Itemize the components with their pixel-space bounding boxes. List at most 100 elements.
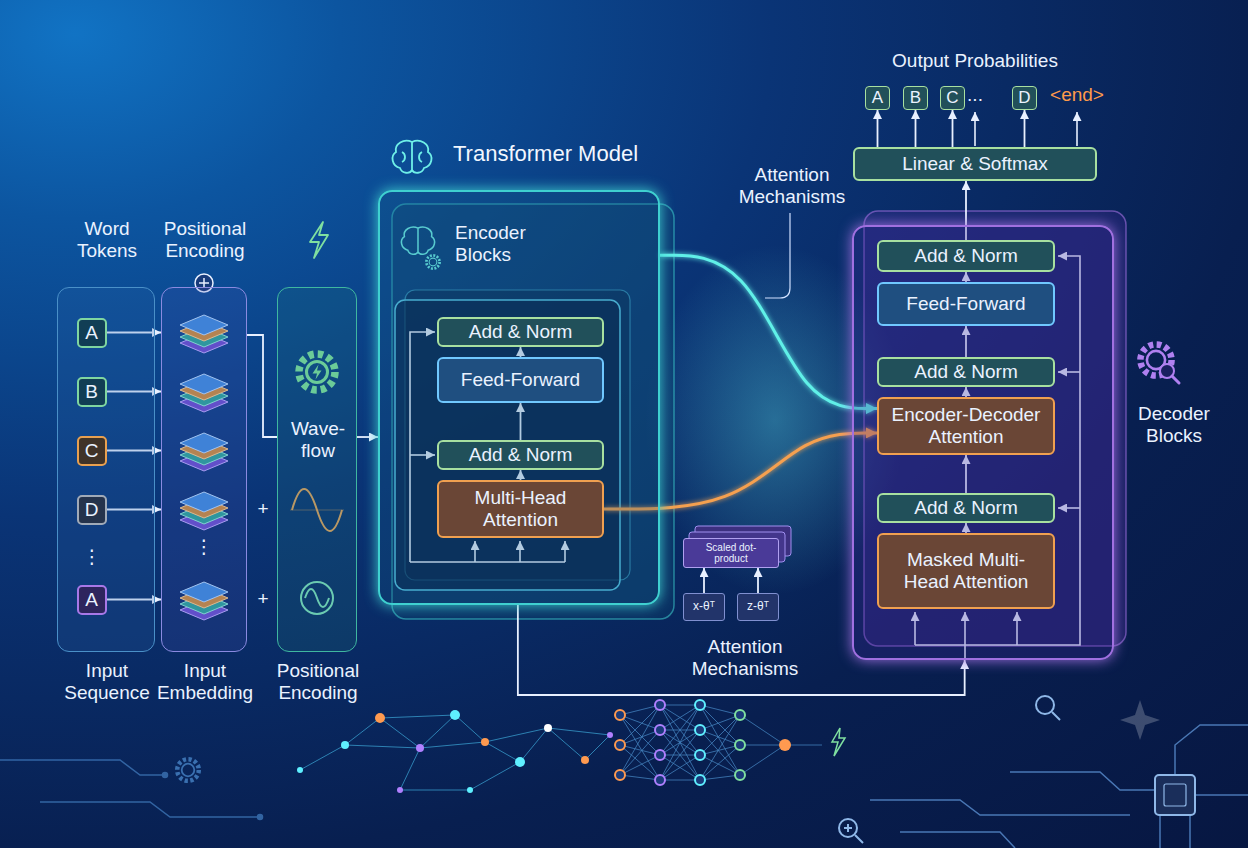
lightning-icon	[310, 222, 328, 258]
circuit-lines	[900, 832, 1015, 848]
neural-net-lines	[620, 705, 660, 780]
circuit-lines	[870, 725, 1248, 848]
neural-net-nodes	[655, 725, 665, 735]
box-label: A	[85, 589, 98, 611]
network-dots	[607, 732, 613, 738]
circuit-lines	[40, 802, 260, 817]
callout-label: Attention Mechanisms	[680, 636, 810, 680]
lightning-icon	[832, 728, 845, 756]
circuit-lines	[163, 773, 168, 778]
input-panel: Word TokensInput SequenceABCDA	[57, 287, 155, 652]
ellipsis: ⋮	[77, 546, 107, 568]
neural-net-lines	[620, 705, 822, 780]
token-box: B	[77, 377, 107, 407]
attention-box: Masked Multi-Head Attention	[877, 533, 1055, 609]
block-heading: Input Sequence	[57, 660, 157, 704]
network-dots	[544, 724, 552, 732]
output-arrow	[1076, 112, 1078, 146]
block-heading: Encoder Blocks	[455, 222, 555, 266]
output-token: C	[940, 86, 965, 110]
embedding-panel: Positional EncodingInput Embedding	[161, 287, 247, 652]
vector-box: z-θᵀ	[737, 593, 779, 621]
neural-net-nodes	[615, 740, 625, 750]
token-box: C	[77, 436, 107, 466]
network-lines	[300, 715, 610, 790]
network-dots	[397, 787, 403, 793]
circuit-lines	[870, 800, 1130, 815]
network-dots	[341, 741, 349, 749]
magnifier-icon	[844, 824, 863, 843]
box-label: x-θᵀ	[693, 600, 715, 614]
gear-icon	[177, 759, 199, 781]
block-heading: Positional Encoding	[153, 218, 257, 262]
heading-label: Output Probabilities	[865, 50, 1085, 72]
box-label: Add & Norm	[914, 361, 1017, 383]
token-box: D	[77, 495, 107, 525]
encoding-panel: Wave-flowPositional Encoding	[277, 287, 357, 652]
box-label: A	[872, 88, 883, 108]
box-label: B	[910, 88, 921, 108]
box-label: Feed-Forward	[906, 293, 1025, 315]
network-lines	[300, 715, 610, 790]
box-label: D	[1018, 88, 1030, 108]
token-box: A	[77, 585, 107, 615]
network-dots	[581, 756, 589, 764]
box-label: Add & Norm	[914, 497, 1017, 519]
box-label: Linear & Softmax	[902, 153, 1048, 175]
block-heading: Input Embedding	[153, 660, 257, 704]
decoder-icon	[1140, 344, 1179, 383]
network-dots	[297, 710, 613, 793]
neural-net-nodes	[695, 725, 705, 735]
box-label: A	[85, 322, 98, 344]
neural-net-nodes	[655, 700, 665, 710]
plus-sign: +	[253, 498, 273, 520]
attention-box: Encoder-Decoder Attention	[877, 397, 1055, 455]
connector	[660, 255, 877, 408]
callout-label: Attention Mechanisms	[732, 164, 852, 208]
box-label: C	[85, 440, 99, 462]
brain-icon	[412, 141, 431, 173]
add-norm-box: Add & Norm	[877, 493, 1055, 523]
brain-icon	[393, 141, 412, 173]
box-label: B	[85, 381, 98, 403]
box-label: Add & Norm	[469, 444, 572, 466]
magnifier-icon	[1052, 712, 1060, 720]
softmax-box: Linear & Softmax	[853, 147, 1097, 181]
network-dots	[481, 738, 489, 746]
add-norm-box: Add & Norm	[437, 317, 604, 347]
network-dots	[515, 757, 525, 767]
neural-net-nodes	[615, 700, 791, 785]
box-label: z-θᵀ	[747, 600, 769, 614]
neural-net-nodes	[695, 775, 705, 785]
brain-icon	[402, 152, 422, 162]
attention-box: Scaled dot-product	[683, 538, 779, 568]
network-dots	[375, 713, 385, 723]
attention-box: Multi-Head Attention	[437, 480, 604, 538]
network-dots	[467, 787, 473, 793]
encoder-block: Encoder BlocksAdd & NormFeed-ForwardAdd …	[378, 190, 660, 605]
box-label: Encoder-Decoder Attention	[885, 404, 1047, 448]
neural-net-nodes	[695, 750, 705, 760]
leader-line	[765, 213, 790, 298]
chip-icon	[1155, 775, 1195, 815]
add-norm-box: Add & Norm	[437, 440, 604, 470]
connector	[703, 568, 705, 593]
block-heading: Wave-flow	[280, 418, 356, 462]
neural-net-lines	[660, 705, 700, 780]
block-heading: Positional Encoding	[266, 660, 370, 704]
output-token: D	[1012, 86, 1037, 110]
box-label: Masked Multi-Head Attention	[885, 549, 1047, 593]
chip-icon	[1164, 784, 1186, 806]
connector	[877, 110, 879, 147]
magnifier-icon	[839, 696, 1060, 843]
ellipsis: ⋮	[189, 536, 219, 558]
network-dots	[416, 744, 424, 752]
connector	[757, 568, 759, 593]
connector	[247, 335, 277, 437]
connector	[915, 110, 917, 147]
feed-forward-box: Feed-Forward	[437, 357, 604, 403]
box-label: Add & Norm	[914, 245, 1017, 267]
neural-net-nodes	[735, 770, 745, 780]
end-token: <end>	[1042, 84, 1112, 106]
